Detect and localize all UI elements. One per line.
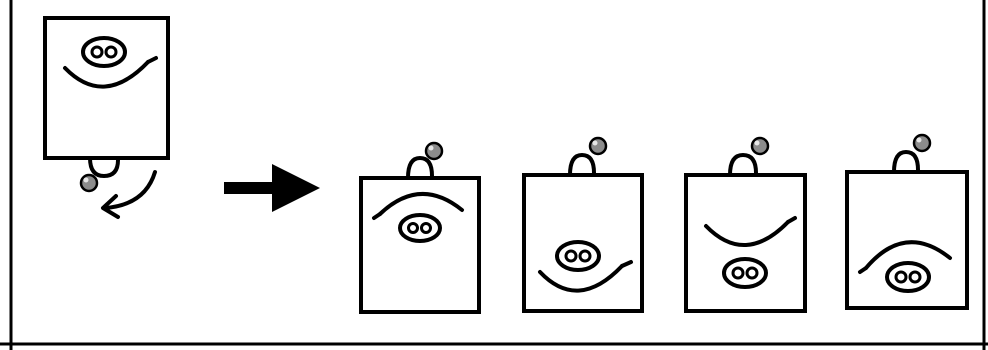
option-card-3[interactable] (686, 138, 805, 311)
hang-ring (90, 158, 118, 176)
pin-icon (752, 138, 768, 154)
option-card-2[interactable] (524, 138, 642, 311)
pig-snout-icon (400, 215, 440, 241)
rotation-arrow-icon (103, 172, 155, 217)
hang-ring (408, 158, 432, 178)
pin-icon (426, 143, 442, 159)
pig-snout-icon (83, 38, 125, 66)
pin-icon (914, 135, 930, 151)
option-card-1[interactable] (361, 143, 479, 312)
hang-ring (570, 155, 594, 175)
transition-arrow-icon (224, 164, 320, 212)
pin-icon (81, 175, 97, 191)
pig-snout-icon (724, 259, 766, 287)
hang-ring (894, 152, 918, 172)
hang-ring (730, 155, 756, 175)
pig-snout-icon (887, 263, 929, 291)
option-card-4[interactable] (847, 135, 967, 308)
pin-icon (590, 138, 606, 154)
source-card (45, 18, 168, 217)
pig-snout-icon (557, 242, 599, 270)
